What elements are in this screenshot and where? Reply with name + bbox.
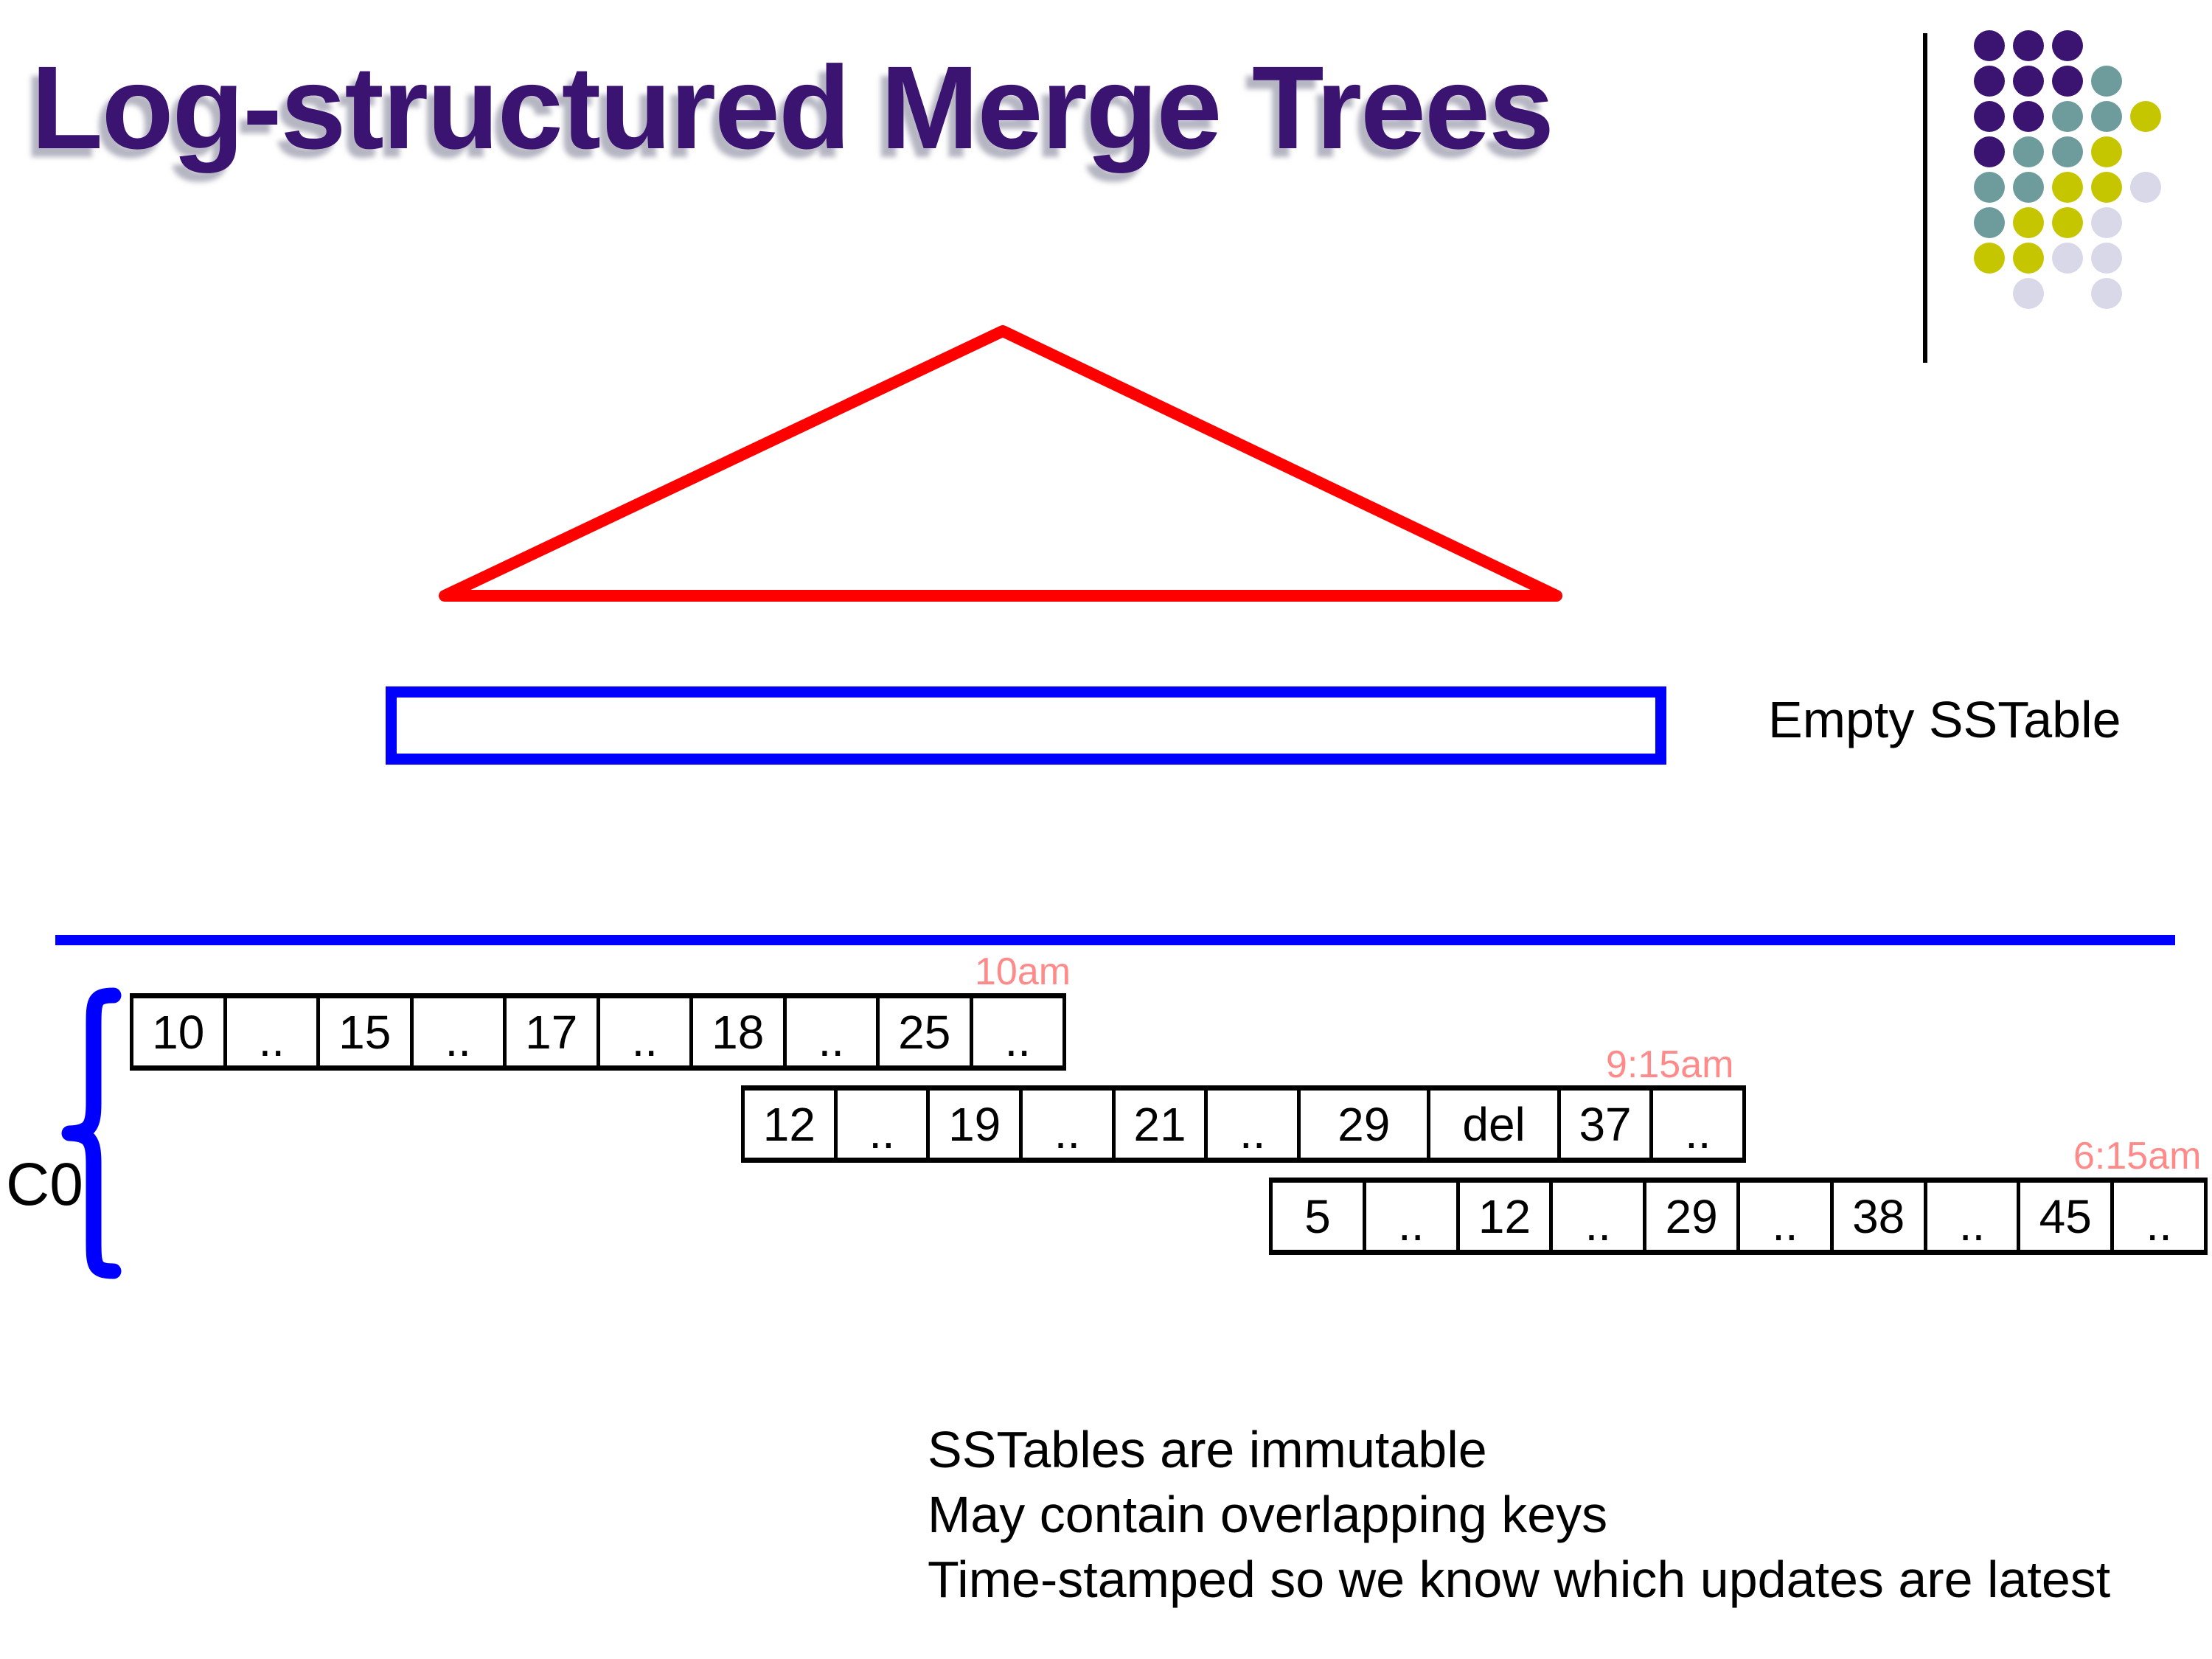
sstable-cell: ..	[409, 998, 504, 1065]
sstable-cell: ..	[1736, 1183, 1830, 1250]
sstable-cell: 37	[1557, 1091, 1650, 1158]
sstable-cell: ..	[1649, 1091, 1742, 1158]
logo-dot	[2091, 136, 2122, 167]
sstable-cell: 29	[1297, 1091, 1427, 1158]
c0-brace	[61, 987, 122, 1279]
logo-dot	[2091, 66, 2122, 97]
sstable-cell: 15	[316, 998, 410, 1065]
logo-dot	[2091, 172, 2122, 203]
timestamp-label: 9:15am	[1606, 1043, 1734, 1086]
sstable-cell: ..	[1019, 1091, 1112, 1158]
logo-dot	[2091, 207, 2122, 238]
sstable-row: 10..15..17..18..25..	[130, 993, 1066, 1071]
slide-title: Log-structured Merge Trees	[31, 41, 1554, 173]
sstable-cell: ..	[1923, 1183, 2017, 1250]
logo-dot	[2013, 278, 2044, 309]
empty-sstable-rect	[386, 686, 1666, 765]
logo-dot	[2013, 207, 2044, 238]
sstable-cell: ..	[969, 998, 1063, 1065]
sstable-cell: 21	[1111, 1091, 1205, 1158]
logo-dot	[2052, 66, 2083, 97]
memory-disk-divider-line	[55, 935, 2175, 945]
sstable-cell: 18	[689, 998, 783, 1065]
sstable-cell: 45	[2017, 1183, 2110, 1250]
sstable-cell: del	[1427, 1091, 1557, 1158]
sstable-cell: ..	[1549, 1183, 1643, 1250]
logo-dot	[2013, 136, 2044, 167]
logo-dot	[2013, 243, 2044, 274]
sstable-cell: 12	[1455, 1183, 1550, 1250]
logo-dot	[1974, 136, 2005, 167]
sstable-cell: 5	[1269, 1183, 1363, 1250]
logo-dot	[2052, 243, 2083, 274]
sstable-cell: ..	[782, 998, 877, 1065]
logo-dot	[1974, 30, 2005, 61]
sstable-cell: ..	[2110, 1183, 2204, 1250]
sstable-cell: ..	[223, 998, 317, 1065]
sstable-cell: 10	[130, 998, 223, 1065]
empty-sstable-label: Empty SSTable	[1768, 691, 2121, 748]
timestamp-label: 6:15am	[2073, 1135, 2202, 1178]
sstable-cell: 29	[1643, 1183, 1736, 1250]
logo-dot	[2013, 30, 2044, 61]
sstable-cell: 12	[741, 1091, 834, 1158]
level-c0-label: C0	[6, 1151, 83, 1218]
logo-divider-line	[1923, 33, 1927, 363]
sstable-cell: ..	[596, 998, 690, 1065]
logo-dot	[2130, 101, 2161, 132]
memtable-triangle	[439, 325, 1562, 602]
note-line: SSTables are immutable	[928, 1421, 1487, 1478]
logo-dot	[1974, 243, 2005, 274]
logo-dot	[1974, 66, 2005, 97]
note-line: Time-stamped so we know which updates ar…	[928, 1551, 2111, 1608]
sstable-row: 5..12..29..38..45..	[1269, 1178, 2208, 1255]
note-line: May contain overlapping keys	[928, 1486, 1608, 1543]
logo-dot	[2052, 172, 2083, 203]
logo-dot	[2052, 30, 2083, 61]
logo-dot	[2013, 66, 2044, 97]
logo-dot	[1974, 172, 2005, 203]
logo-dot	[2013, 101, 2044, 132]
logo-dot	[2130, 172, 2161, 203]
sstable-cell: 38	[1829, 1183, 1924, 1250]
logo-dot	[2052, 207, 2083, 238]
sstable-cell: 17	[503, 998, 597, 1065]
dot-grid-logo	[1974, 30, 2161, 309]
logo-dot	[2091, 278, 2122, 309]
logo-dot	[2091, 101, 2122, 132]
logo-dot	[2013, 172, 2044, 203]
logo-dot	[2091, 243, 2122, 274]
logo-dot	[2052, 136, 2083, 167]
logo-dot	[1974, 101, 2005, 132]
sstable-cell: ..	[1204, 1091, 1297, 1158]
timestamp-label: 10am	[975, 950, 1071, 993]
sstable-cell: 19	[926, 1091, 1019, 1158]
sstable-cell: 25	[876, 998, 970, 1065]
logo-dot	[2052, 101, 2083, 132]
sstable-cell: ..	[1362, 1183, 1456, 1250]
logo-dot	[1974, 207, 2005, 238]
sstable-cell: ..	[833, 1091, 927, 1158]
